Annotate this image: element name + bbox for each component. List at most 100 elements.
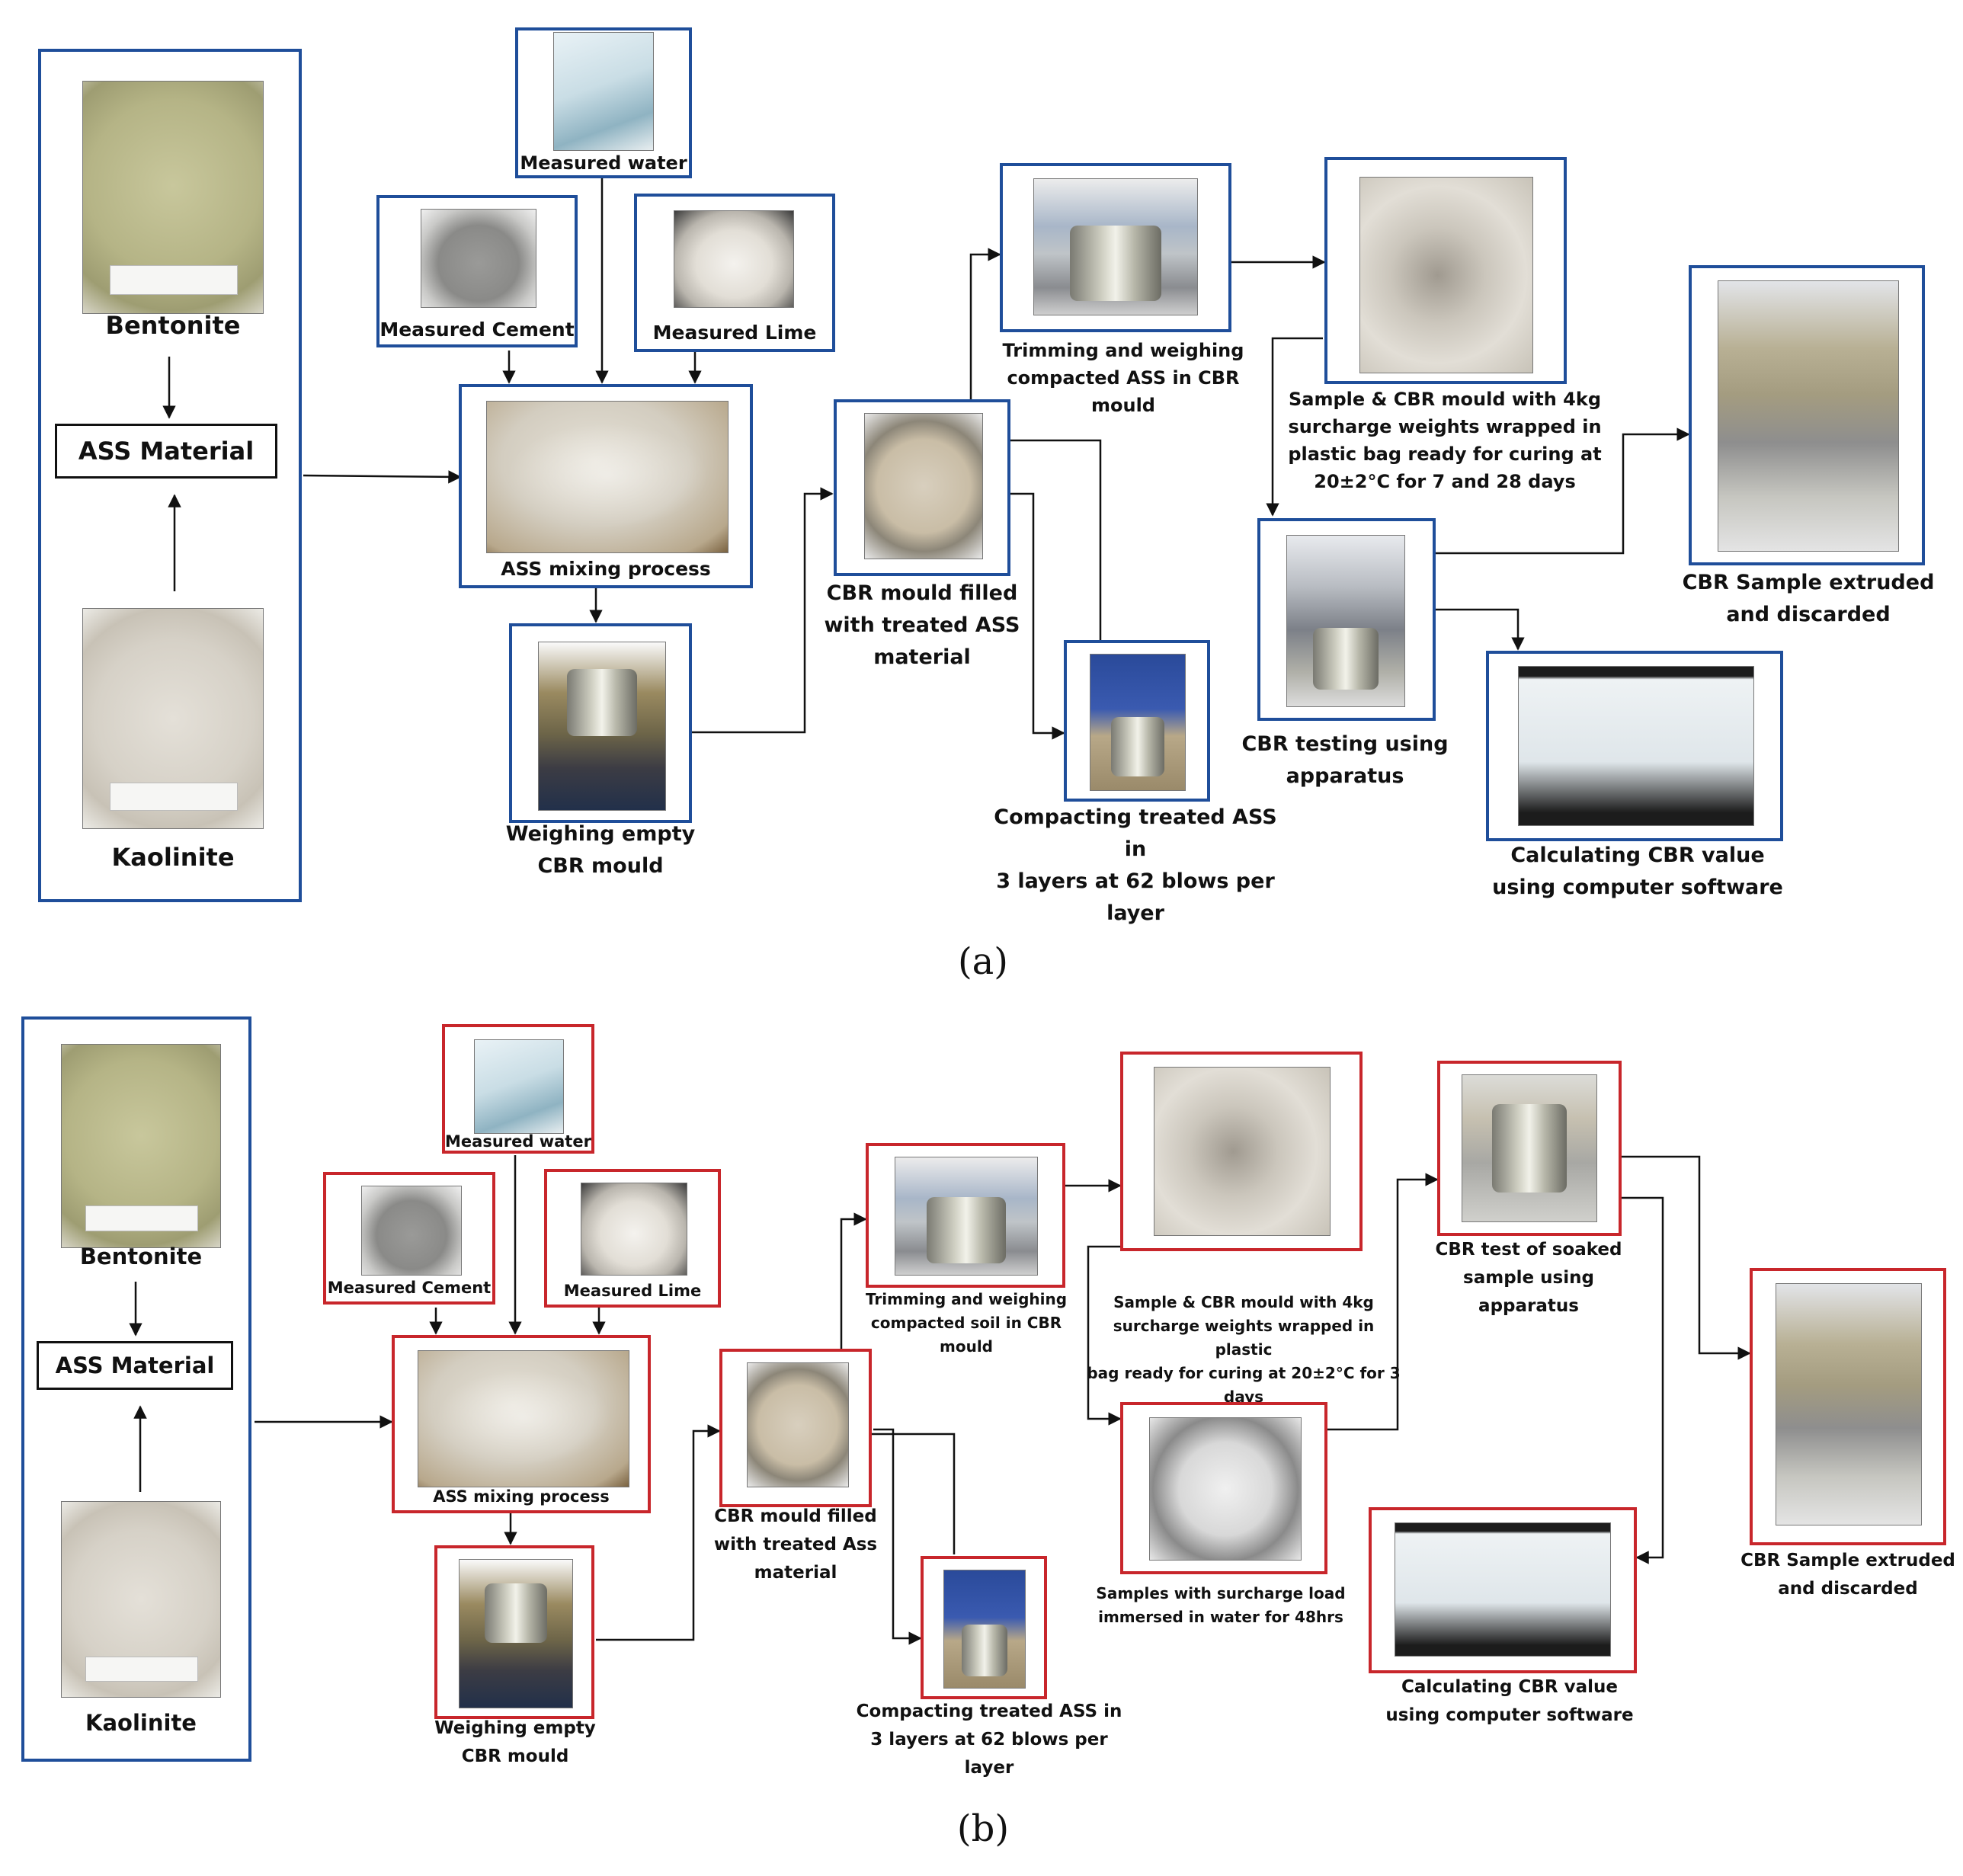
arrow-b-soaked-to-software — [1622, 1196, 1664, 1564]
water-jug-icon — [474, 1039, 564, 1134]
extruded-sample-icon — [1718, 280, 1899, 552]
filled-mould-node-b — [719, 1349, 872, 1507]
measured-cement-label-b: Measured Cement — [327, 1279, 492, 1297]
arrow-a-weigh-to-filled — [692, 487, 834, 734]
compacting-node-a — [1064, 640, 1210, 802]
computer-monitor-icon — [1518, 666, 1754, 826]
weighing-node-a — [509, 623, 692, 823]
weighing-node-b — [434, 1545, 594, 1719]
bentonite-photo-b — [61, 1044, 221, 1248]
kaolinite-label-b: Kaolinite — [85, 1710, 197, 1736]
curing-node-a — [1324, 157, 1567, 384]
scale-mould-icon — [538, 642, 666, 811]
curing-node-b — [1120, 1052, 1363, 1251]
kaolinite-photo-b — [61, 1501, 221, 1698]
filled-mould-caption-b: CBR mould filled with treated Ass materi… — [713, 1506, 878, 1583]
arrow-a-test-to-extrude — [1436, 427, 1690, 555]
filled-mould-icon — [864, 413, 983, 559]
extruded-caption-b: CBR Sample extruded and discarded — [1740, 1551, 1955, 1599]
mixing-label-b: ASS mixing process — [433, 1487, 610, 1506]
weighing-caption-a: Weighing empty CBR mould — [505, 822, 696, 878]
curing-caption-a: Sample & CBR mould with 4kg surcharge we… — [1288, 389, 1602, 492]
compactor-icon — [943, 1570, 1026, 1689]
measured-lime-node-b: Measured Lime — [544, 1169, 721, 1308]
cement-pile-icon — [421, 209, 536, 308]
bentonite-label-b: Bentonite — [79, 1244, 203, 1269]
arrow-a-test-to-software — [1436, 608, 1525, 651]
trimming-icon — [895, 1157, 1038, 1276]
ass-material-box-a: ASS Material — [55, 424, 277, 479]
cbr-apparatus-icon — [1286, 535, 1405, 707]
soaked-test-caption-b: CBR test of soaked sample using apparatu… — [1435, 1240, 1622, 1316]
arrow-a-filled-to-compact — [1010, 492, 1065, 740]
trimming-node-b — [866, 1143, 1065, 1288]
kaolinite-photo-a — [82, 608, 264, 829]
measured-water-node-a: Measured water — [515, 27, 692, 178]
panel-label-b: (b) — [956, 1807, 1010, 1850]
trimming-caption-b: Trimming and weighing compacted soil in … — [865, 1290, 1068, 1356]
software-node-a — [1486, 651, 1783, 841]
cement-pile-icon — [361, 1186, 462, 1276]
arrow-b-soaked-to-extrude — [1622, 1155, 1751, 1360]
testing-node-a — [1257, 518, 1436, 721]
measured-cement-label-a: Measured Cement — [379, 319, 575, 341]
software-caption-b: Calculating CBR value using computer sof… — [1385, 1677, 1634, 1725]
arrow-b-immersed-to-soaked — [1327, 1173, 1439, 1431]
filled-mould-caption-a: CBR mould filled with treated ASS materi… — [824, 581, 1020, 669]
bentonite-label-a: Bentonite — [105, 311, 241, 340]
extruded-node-a — [1689, 265, 1925, 565]
materials-panel-b — [21, 1016, 251, 1762]
measured-lime-label-a: Measured Lime — [652, 322, 817, 344]
arrow-b-weigh-to-filled — [596, 1424, 721, 1641]
extruded-caption-a: CBR Sample extruded and discarded — [1682, 571, 1935, 626]
materials-panel-a — [38, 49, 302, 902]
lime-pile-icon — [674, 210, 794, 308]
water-jug-icon — [553, 32, 654, 151]
immersed-samples-icon — [1149, 1417, 1302, 1561]
computer-monitor-icon — [1395, 1522, 1611, 1657]
compacting-node-b — [921, 1556, 1047, 1699]
immersed-caption-b: Samples with surcharge load immersed in … — [1096, 1584, 1346, 1626]
mixing-node-a: ASS mixing process — [459, 384, 753, 588]
panel-label-a: (a) — [957, 940, 1009, 983]
filled-mould-icon — [747, 1362, 849, 1487]
wrapped-sample-icon — [1154, 1067, 1331, 1236]
extruded-node-b — [1750, 1268, 1946, 1545]
arrow-a-cure-to-test — [1266, 337, 1323, 517]
curing-caption-b: Sample & CBR mould with 4kg surcharge we… — [1087, 1293, 1401, 1406]
mixing-node-b: ASS mixing process — [392, 1335, 651, 1513]
mixing-tray-icon — [486, 401, 729, 553]
trimming-node-a — [1000, 163, 1231, 332]
arrow-b-cure-to-immersed — [1087, 1245, 1122, 1426]
compactor-icon — [1090, 654, 1186, 791]
cbr-apparatus-icon — [1462, 1074, 1597, 1222]
measured-cement-node-a: Measured Cement — [376, 195, 578, 347]
extruded-sample-icon — [1776, 1283, 1922, 1525]
lime-pile-icon — [581, 1183, 687, 1276]
measured-lime-node-a: Measured Lime — [634, 194, 835, 352]
arrow-a-panel-to-mix — [303, 470, 462, 484]
mixing-label-a: ASS mixing process — [501, 558, 711, 580]
scale-mould-icon — [459, 1559, 573, 1708]
wrapped-sample-icon — [1359, 177, 1533, 373]
testing-caption-a: CBR testing using apparatus — [1241, 732, 1449, 788]
measured-water-label-a: Measured water — [520, 152, 687, 174]
weighing-caption-b: Weighing empty CBR mould — [434, 1718, 596, 1766]
immersed-node-b — [1120, 1402, 1327, 1574]
filled-mould-node-a — [834, 399, 1010, 576]
measured-water-node-b: Measured water — [442, 1024, 594, 1154]
compacting-caption-b: Compacting treated ASS in 3 layers at 62… — [856, 1702, 1122, 1778]
measured-lime-label-b: Measured Lime — [563, 1282, 702, 1300]
software-caption-a: Calculating CBR value using computer sof… — [1492, 844, 1783, 899]
soaked-test-node-b — [1437, 1061, 1622, 1236]
compacting-caption-a: Compacting treated ASS in 3 layers at 62… — [994, 805, 1277, 925]
measured-water-label-b: Measured water — [445, 1132, 591, 1151]
software-node-b — [1369, 1507, 1637, 1673]
mixing-tray-icon — [418, 1350, 629, 1487]
trimming-caption-a: Trimming and weighing compacted ASS in C… — [1002, 340, 1244, 416]
trimming-icon — [1033, 178, 1198, 315]
arrow-b-filled-to-compact — [873, 1428, 922, 1645]
ass-material-box-b: ASS Material — [37, 1341, 233, 1390]
